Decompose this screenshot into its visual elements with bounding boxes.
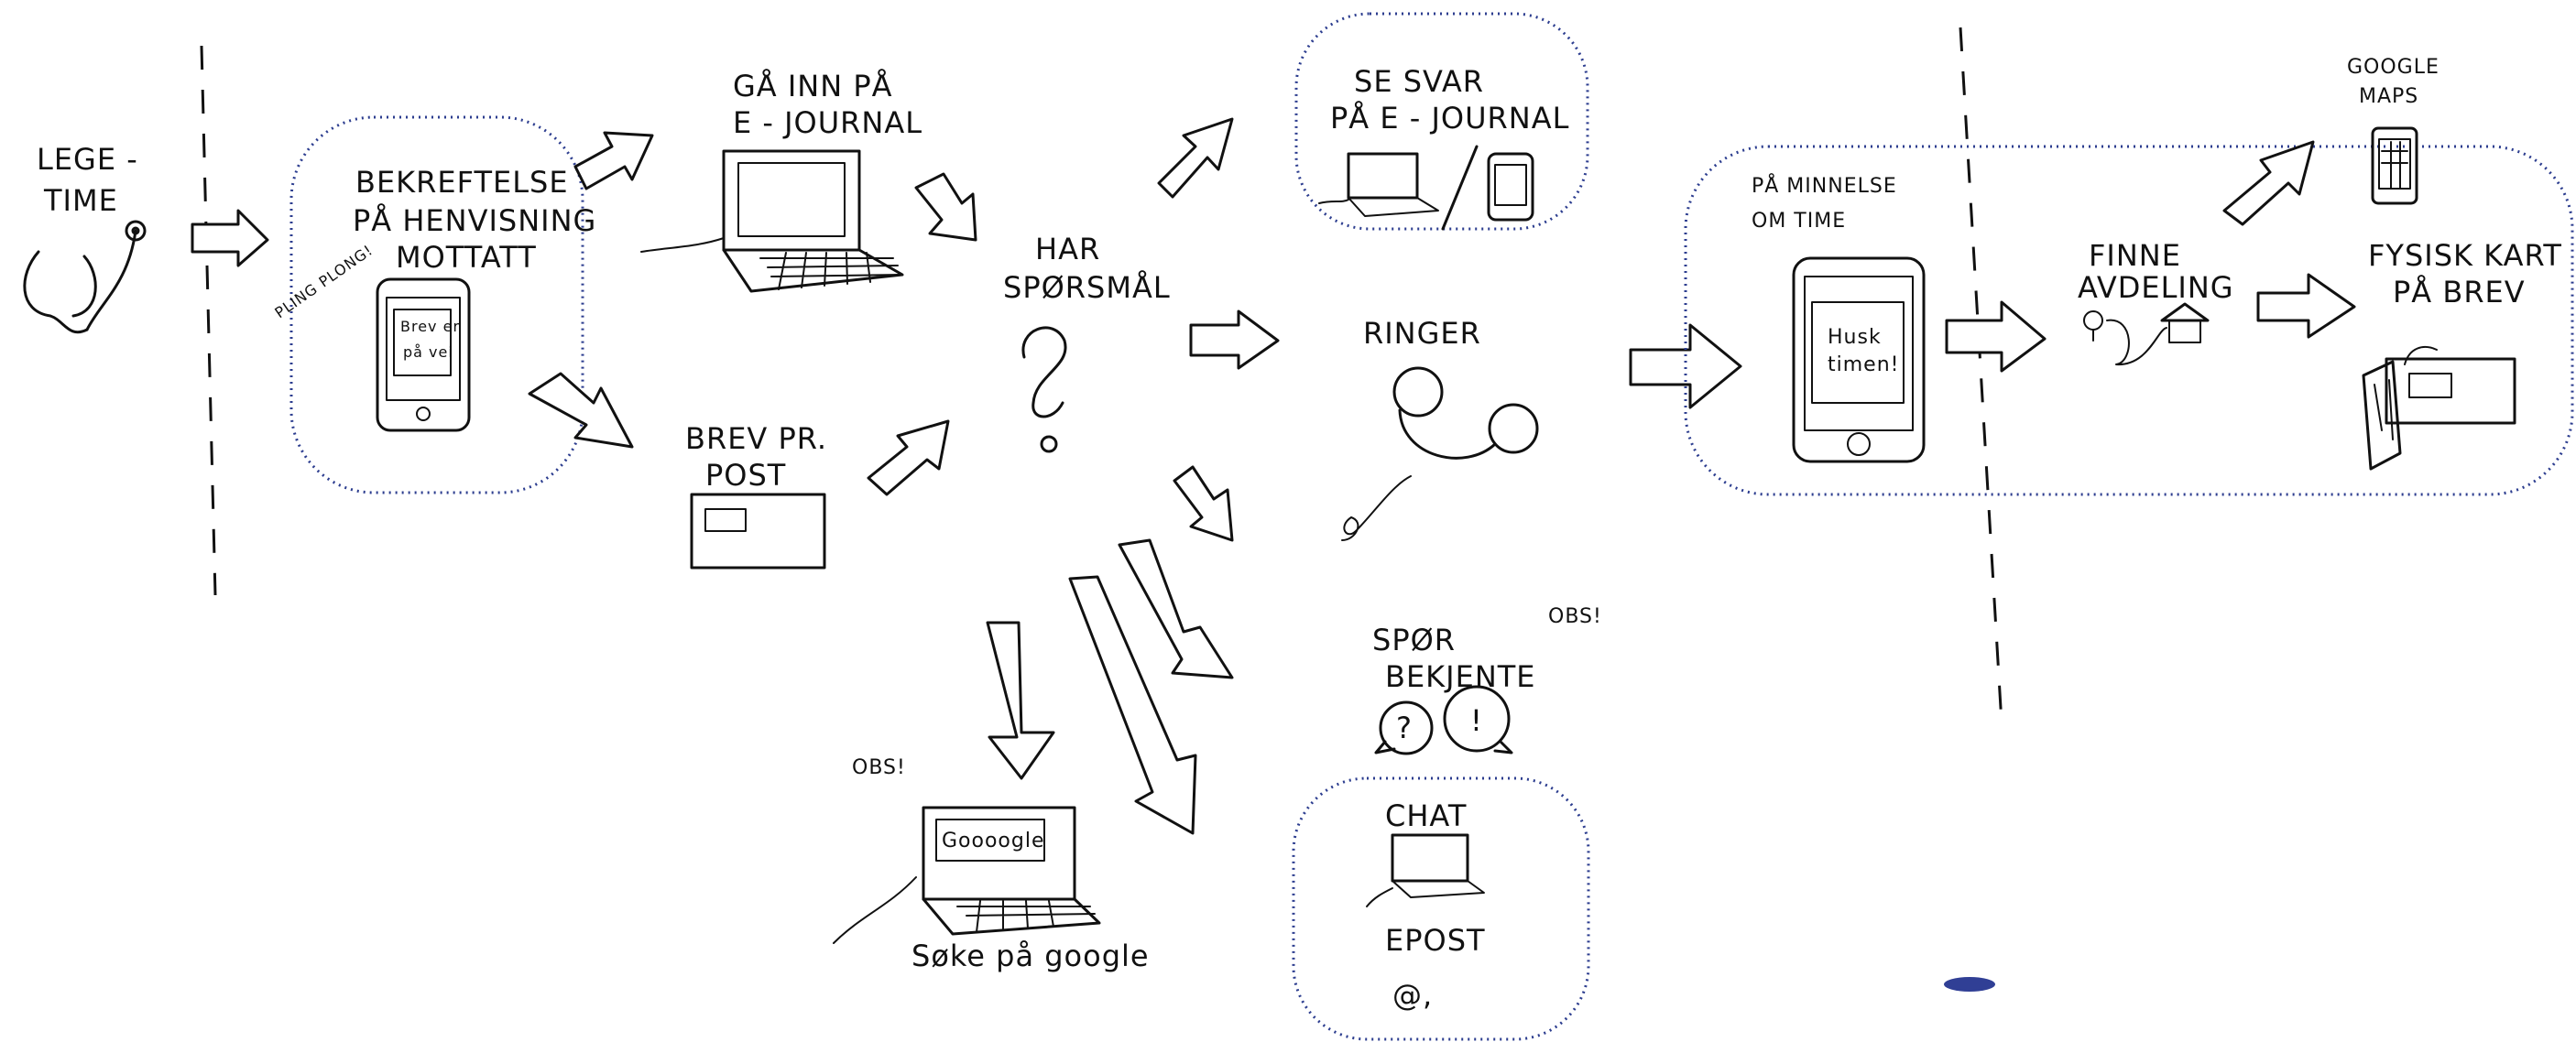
email-label: EPOST	[1385, 923, 1486, 958]
arrow-to-reminder	[1631, 325, 1741, 407]
confirmation-label-2: PÅ HENVISNING	[353, 203, 596, 238]
reminder-note-1: Husk	[1828, 326, 1882, 349]
open-ejournal-step: GÅ INN PÅ E - JOURNAL	[641, 69, 922, 291]
arrow-letter-to-question	[868, 421, 948, 494]
calling-label: RINGER	[1363, 316, 1481, 351]
reminder-note-2: timen!	[1828, 353, 1899, 376]
chat-label: CHAT	[1385, 798, 1467, 833]
ask-friends-label-1: SPØR	[1372, 623, 1456, 657]
ink-smudge	[1944, 977, 1995, 992]
laptop-icon	[641, 151, 902, 291]
paper-map-label-2: PÅ BREV	[2393, 275, 2526, 309]
confirmation-step: BEKREFTELSE PÅ HENVISNING MOTTATT PLING …	[271, 117, 596, 493]
arrow-question-to-friends	[1119, 540, 1232, 678]
phone-note-2: på vei	[403, 343, 453, 361]
doctor-appointment-step: LEGE - TIME	[25, 142, 145, 332]
google-laptop-icon	[834, 808, 1099, 943]
question-label-2: SPØRSMÅL	[1003, 270, 1171, 305]
reminder-label-2: OM TIME	[1752, 210, 1846, 233]
phase-separator-right	[1960, 27, 2002, 723]
small-laptop-icon	[1319, 154, 1438, 216]
legetime-label-1: LEGE -	[37, 142, 138, 177]
pling-plong-label: PLING PLONG!	[271, 241, 376, 321]
question-bubble-text: ?	[1396, 711, 1413, 745]
arrow-ejournal-to-question	[916, 174, 976, 240]
arrow-to-confirmation	[192, 211, 267, 266]
reminder-label-1: PÅ MINNELSE	[1752, 173, 1897, 198]
arrow-to-letter	[529, 374, 632, 447]
search-google-step: OBS! Goooogle Søke på google	[834, 756, 1150, 973]
exclamation-bubble-text: !	[1470, 703, 1483, 738]
arrow-to-paper-map	[2258, 275, 2354, 337]
calling-step: RINGER	[1342, 316, 1537, 540]
at-sign-label: @,	[1392, 978, 1433, 1013]
letter-label-1: BREV PR.	[685, 421, 827, 456]
confirmation-label-3: MOTTATT	[396, 240, 537, 275]
confirmation-label-1: BEKREFTELSE	[355, 165, 569, 200]
see-answer-label-2: PÅ E - JOURNAL	[1330, 101, 1569, 136]
legetime-label-2: TIME	[43, 183, 118, 218]
see-answer-step: SE SVAR PÅ E - JOURNAL	[1296, 14, 1588, 229]
small-phone-icon	[1489, 154, 1533, 220]
see-answer-label-1: SE SVAR	[1354, 64, 1484, 99]
has-questions-step: HAR SPØRSMÅL	[1003, 232, 1171, 451]
question-label-1: HAR	[1035, 232, 1100, 266]
reminder-dotted-box	[1686, 147, 2572, 494]
obs-right-label: OBS!	[1548, 605, 1602, 628]
arrow-to-google-maps	[2224, 142, 2313, 224]
obs-left-label: OBS!	[852, 756, 906, 779]
find-department-label-2: AVDELING	[2078, 270, 2234, 305]
google-maps-label-2: MAPS	[2359, 85, 2418, 108]
arrow-question-to-chat	[1174, 467, 1232, 540]
arrow-question-to-answers	[1159, 119, 1232, 197]
envelope-icon	[692, 494, 824, 568]
arrow-question-to-google	[988, 623, 1053, 778]
search-google-label: Søke på google	[911, 939, 1150, 973]
maps-phone-icon	[2373, 128, 2417, 203]
arrow-to-find-department	[1947, 302, 2045, 371]
route-to-house-icon	[2084, 304, 2208, 364]
arrow-to-ejournal	[575, 133, 652, 189]
phase-separator-left	[202, 46, 215, 595]
ejournal-label-1: GÅ INN PÅ	[733, 69, 893, 103]
paper-map-envelope-icon	[2363, 347, 2515, 469]
letter-label-2: POST	[705, 458, 786, 493]
phone-receiver-icon	[1342, 368, 1537, 540]
phone-note-1: Brev er	[400, 318, 460, 335]
find-department-label-1: FINNE	[2089, 238, 2181, 273]
ejournal-label-2: E - JOURNAL	[733, 105, 922, 140]
google-maps-label-1: GOOGLE	[2347, 56, 2440, 79]
ask-friends-label-2: BEKJENTE	[1385, 659, 1536, 694]
reminder-step: PÅ MINNELSE OM TIME Husk timen! FINNE AV…	[1686, 142, 2572, 494]
letter-by-post-step: BREV PR. POST	[685, 421, 827, 568]
stethoscope-icon	[25, 222, 145, 332]
chat-laptop-icon	[1367, 835, 1484, 906]
google-maps-step: GOOGLE MAPS	[2347, 56, 2440, 203]
google-screen-text: Goooogle	[942, 830, 1045, 852]
question-mark-icon	[1023, 328, 1065, 451]
chat-email-step: CHAT EPOST @,	[1293, 778, 1588, 1039]
paper-map-label-1: FYSISK KART	[2368, 238, 2562, 273]
arrow-question-to-call	[1191, 311, 1278, 368]
ask-friends-step: SPØR BEKJENTE OBS! ? !	[1372, 605, 1602, 754]
